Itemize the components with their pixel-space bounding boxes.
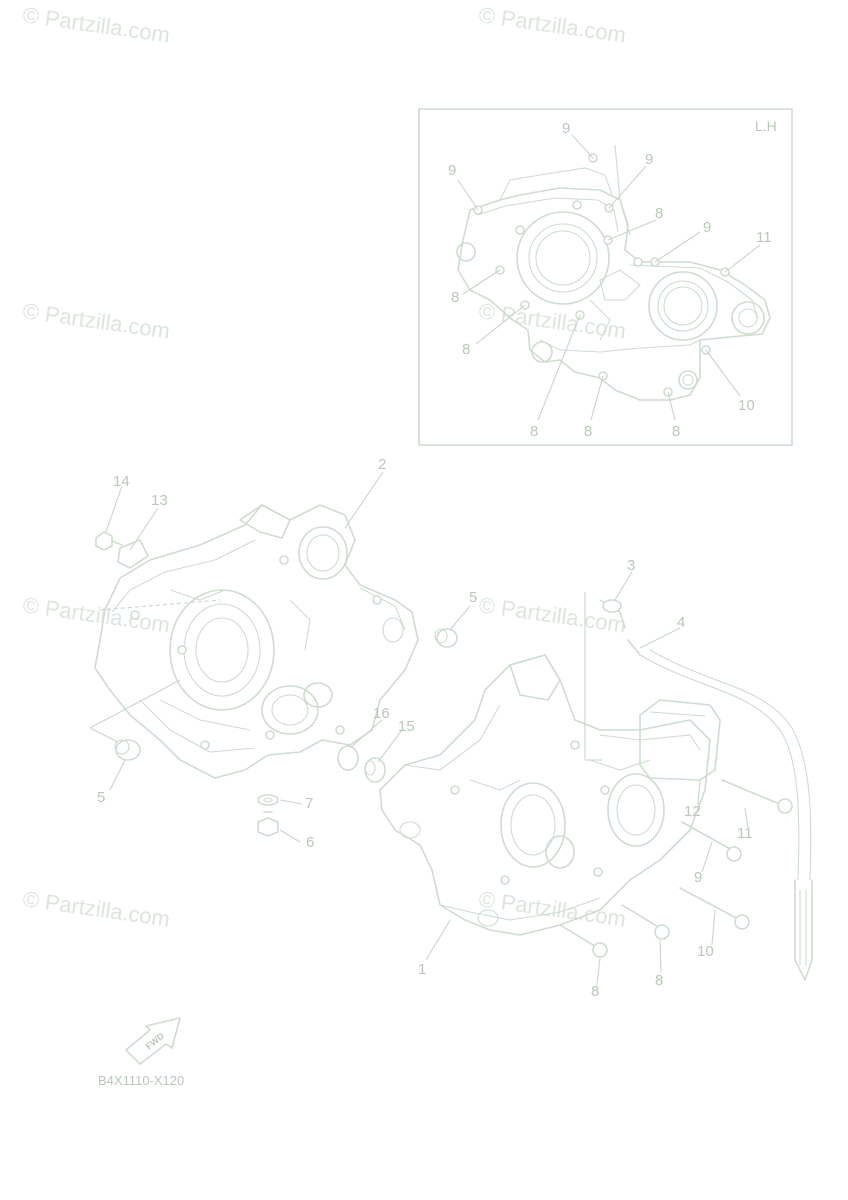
- watermarks: © Partzilla.com © Partzilla.com © Partzi…: [21, 2, 627, 931]
- assembly-guides: [89, 592, 602, 761]
- inset-callout-11: 11: [756, 229, 772, 246]
- callout-15: 15: [398, 718, 415, 735]
- inset-callout-10: 10: [738, 397, 755, 414]
- watermark-2: © Partzilla.com: [477, 2, 627, 47]
- diagram-code: B4X1110-X120: [98, 1073, 184, 1088]
- callout-13: 13: [151, 492, 168, 509]
- crankcase-left-half: [94, 504, 419, 779]
- inset-callout-8: 8: [530, 423, 538, 440]
- callout-12: 12: [684, 803, 701, 820]
- inset-callout-labels: 9 9 9 8 9 11 8 8 10 8 8 8: [448, 120, 772, 440]
- watermark-6: © Partzilla.com: [477, 592, 627, 637]
- callout-2: 2: [378, 456, 386, 473]
- inset-callout-9: 9: [562, 120, 570, 137]
- inset-crankcase-outline: [456, 144, 771, 401]
- breather-hose: [599, 599, 813, 981]
- inset-callout-8: 8: [451, 289, 459, 306]
- inset-callout-8: 8: [584, 423, 592, 440]
- callout-5: 5: [469, 589, 477, 606]
- fwd-arrow-icon: FWD: [125, 1017, 181, 1065]
- callout-11: 11: [737, 825, 753, 842]
- callout-5: 5: [97, 789, 105, 806]
- watermark-3: © Partzilla.com: [21, 298, 171, 343]
- inset-callout-8: 8: [672, 423, 680, 440]
- fwd-label: FWD: [144, 1030, 167, 1051]
- callout-8: 8: [591, 983, 599, 1000]
- watermark-1: © Partzilla.com: [21, 2, 171, 47]
- callout-3: 3: [627, 557, 635, 574]
- inset-callout-9: 9: [703, 219, 711, 236]
- inset-callout-9: 9: [448, 162, 456, 179]
- callout-7: 7: [305, 795, 313, 812]
- inset-label: L.H: [755, 118, 777, 134]
- watermark-4: © Partzilla.com: [477, 298, 627, 343]
- callout-16: 16: [373, 705, 390, 722]
- inset-callout-8: 8: [655, 205, 663, 222]
- callout-6: 6: [306, 834, 314, 851]
- inset-leader-lines: [457, 134, 761, 421]
- watermark-5: © Partzilla.com: [21, 592, 171, 637]
- callout-10: 10: [697, 943, 714, 960]
- callout-4: 4: [677, 614, 685, 631]
- main-leader-lines: [105, 471, 749, 986]
- watermark-7: © Partzilla.com: [21, 886, 171, 931]
- inset-frame: [418, 108, 793, 446]
- callout-8: 8: [655, 972, 663, 989]
- crankcase-right-half: [379, 654, 721, 936]
- inset-callout-8: 8: [462, 341, 470, 358]
- inset-left-hand-view: L.H: [418, 108, 793, 446]
- watermark-8: © Partzilla.com: [477, 886, 627, 931]
- main-callout-labels: 2 14 13 5 3 4 16 15 5 7 6 12 11 9 10 1 8…: [97, 456, 753, 1000]
- callout-14: 14: [113, 473, 130, 490]
- fasteners: [95, 531, 793, 958]
- inset-callout-9: 9: [645, 151, 653, 168]
- callout-9: 9: [694, 869, 702, 886]
- callout-1: 1: [418, 961, 426, 978]
